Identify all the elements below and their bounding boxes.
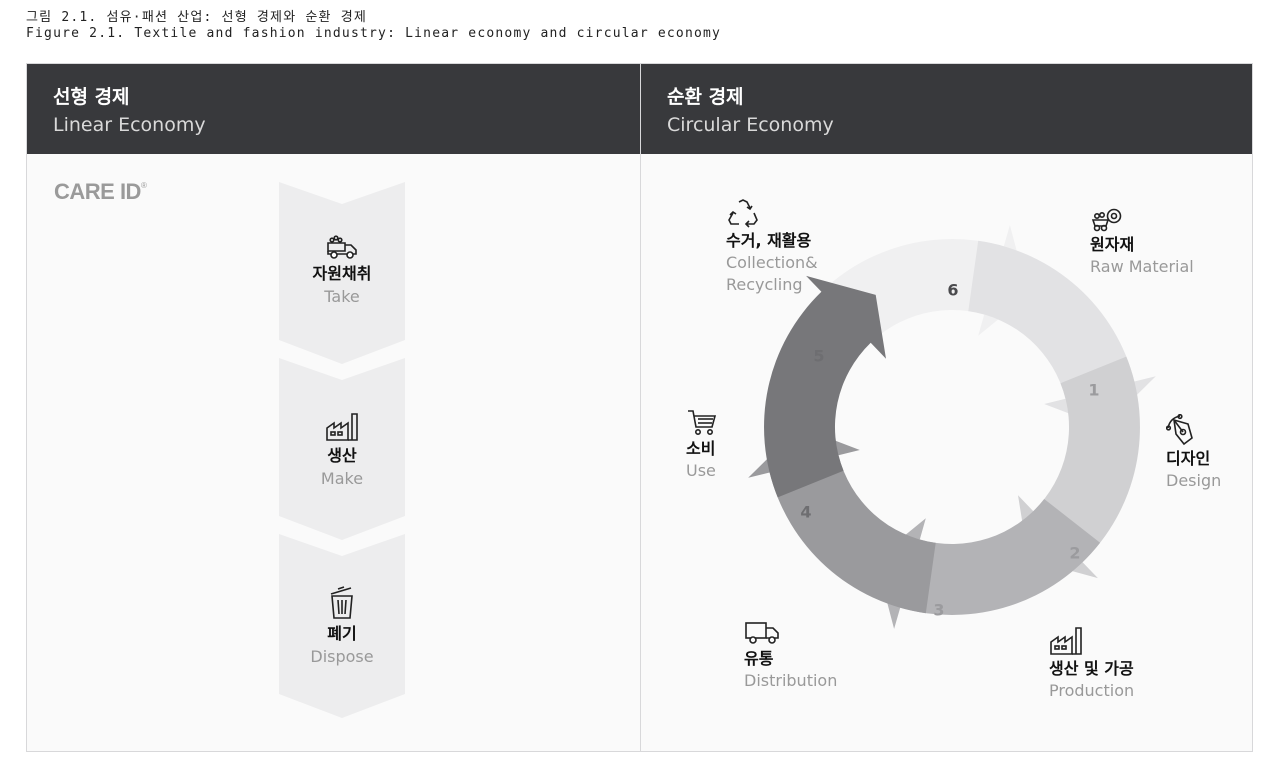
circular-economy-panel: 순환 경제 Circular Economy 1 2 3 4 5 6 원자재 Raw Ma… xyxy=(641,64,1252,751)
figure-caption-english: Figure 2.1. Textile and fashion industry… xyxy=(26,26,722,41)
recycle-icon xyxy=(728,199,758,228)
linear-flow-chevrons xyxy=(279,182,405,718)
stage-production-korean: 생산 및 가공 xyxy=(1049,659,1134,678)
stage-design: 디자인 Design xyxy=(1166,414,1221,492)
cycle-number-4: 4 xyxy=(800,503,811,522)
stage-use-english: Use xyxy=(686,461,716,480)
care-id-logo: CARE ID® xyxy=(54,179,147,205)
stage-production-english: Production xyxy=(1049,681,1135,700)
linear-title-english: Linear Economy xyxy=(53,114,206,136)
production-factory-icon xyxy=(1050,627,1082,655)
chevron-make xyxy=(279,358,405,540)
step-take-english: Take xyxy=(324,287,360,306)
stage-design-korean: 디자인 xyxy=(1166,449,1211,468)
linear-economy-panel: 선형 경제 Linear Economy CARE ID® 자원채취 Take … xyxy=(27,64,641,751)
stage-raw-material-english: Raw Material xyxy=(1090,257,1194,276)
linear-economy-header: 선형 경제 Linear Economy xyxy=(27,64,640,154)
figure-caption-korean: 그림 2.1. 섬유·패션 산업: 선형 경제와 순환 경제 xyxy=(26,10,368,25)
stage-distribution: 유통 Distribution xyxy=(744,620,837,692)
chevron-dispose xyxy=(279,534,405,718)
trash-bin-icon xyxy=(330,586,353,619)
registered-mark: ® xyxy=(140,181,147,190)
stage-design-english: Design xyxy=(1166,471,1222,490)
stage-distribution-english: Distribution xyxy=(744,671,838,690)
step-make-korean: 생산 xyxy=(327,446,357,465)
circular-cycle-diagram: 1 2 3 4 5 6 xyxy=(748,225,1156,629)
stage-collection-korean: 수거, 재활용 xyxy=(726,231,812,250)
factory-icon xyxy=(326,413,358,441)
stage-production: 생산 및 가공 Production xyxy=(1049,624,1134,702)
logo-text: CARE ID xyxy=(54,179,141,204)
step-take: 자원채취 Take xyxy=(279,234,405,308)
stage-distribution-korean: 유통 xyxy=(744,649,774,668)
circular-title-english: Circular Economy xyxy=(667,114,834,136)
stage-collection-english-line2: Recycling xyxy=(726,275,803,294)
stage-collection-recycling: 수거, 재활용 Collection& Recycling xyxy=(726,198,818,296)
step-dispose-english: Dispose xyxy=(310,647,374,666)
circular-title-korean: 순환 경제 xyxy=(667,86,744,108)
stage-use: 소비 Use xyxy=(686,408,718,482)
cycle-arrow-4 xyxy=(875,499,1101,629)
step-take-korean: 자원채취 xyxy=(312,264,372,283)
cycle-number-2: 2 xyxy=(1069,544,1080,563)
cycle-number-5: 5 xyxy=(813,347,824,366)
shopping-cart-icon xyxy=(688,410,717,435)
chevron-take xyxy=(279,182,405,364)
step-make-english: Make xyxy=(320,469,364,488)
step-dispose-korean: 폐기 xyxy=(327,624,357,643)
step-make: 생산 Make xyxy=(279,410,405,490)
cycle-arrow-6 xyxy=(764,275,886,498)
linear-title-korean: 선형 경제 xyxy=(53,86,130,108)
pen-tool-icon xyxy=(1166,414,1193,446)
dump-truck-icon xyxy=(327,235,357,259)
step-dispose: 폐기 Dispose xyxy=(279,586,405,668)
cycle-number-3: 3 xyxy=(933,601,944,620)
stage-raw-material-korean: 원자재 xyxy=(1090,235,1135,254)
delivery-truck-icon xyxy=(745,622,779,644)
stage-use-korean: 소비 xyxy=(686,439,716,458)
cycle-number-6: 6 xyxy=(947,281,958,300)
cycle-number-1: 1 xyxy=(1088,381,1099,400)
figure-frame: 선형 경제 Linear Economy CARE ID® 자원채취 Take … xyxy=(26,63,1253,752)
circular-economy-header: 순환 경제 Circular Economy xyxy=(641,64,1252,154)
stage-collection-english-line1: Collection& xyxy=(726,253,818,272)
raw-material-icon xyxy=(1091,208,1122,232)
stage-raw-material: 원자재 Raw Material xyxy=(1090,204,1194,278)
